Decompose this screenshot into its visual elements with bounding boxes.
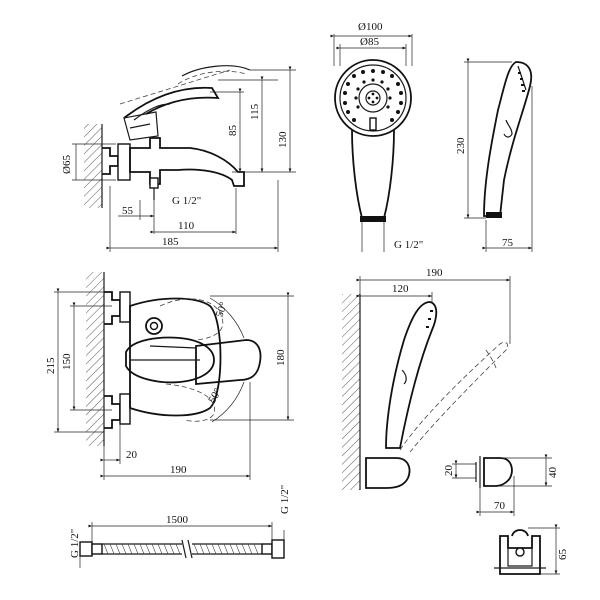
dim-w75: 75 xyxy=(502,237,514,249)
holder-side xyxy=(483,457,513,487)
faucet-body-top xyxy=(129,297,222,417)
wall-hatch-holder xyxy=(342,294,360,490)
dim-h20: 20 xyxy=(443,465,455,477)
dim-h40: 40 xyxy=(547,467,559,479)
wall-hatch-top xyxy=(86,272,104,446)
holder-assembly-view: 190 120 xyxy=(342,267,511,490)
thread-label-shower: G 1/2" xyxy=(394,239,423,251)
dim-w20: 20 xyxy=(126,449,138,461)
dim-w185: 185 xyxy=(162,236,179,248)
lever-top xyxy=(125,336,215,384)
lever-handle xyxy=(123,86,220,119)
hose-nut-right xyxy=(271,539,285,559)
hose-thread-left: G 1/2" xyxy=(69,529,81,558)
hose-view: 1500 G 1/2" G 1/2" xyxy=(69,485,291,568)
dim-h150: 150 xyxy=(61,353,73,370)
wall-hatch xyxy=(84,124,102,208)
faucet-top-view: 50° 50° 215 150 180 20 190 xyxy=(45,272,294,480)
dim-hose-length: 1500 xyxy=(166,514,189,526)
wall-holder xyxy=(365,457,411,489)
faucet-side-view: Ø65 85 115 130 G 1/2" 55 110 185 xyxy=(61,65,296,252)
dim-w70: 70 xyxy=(494,500,506,512)
holder-detail-view: 20 40 70 65 xyxy=(443,454,569,575)
holder-nozzles xyxy=(426,310,433,328)
shower-handle xyxy=(351,129,395,219)
hose-nut-left xyxy=(79,541,93,557)
dim-h215: 215 xyxy=(45,357,57,374)
dim-d85: Ø85 xyxy=(360,36,379,48)
holder-front xyxy=(499,535,541,575)
wall-flange xyxy=(117,143,131,181)
dim-h85: 85 xyxy=(227,125,239,137)
dim-d100: Ø100 xyxy=(358,21,383,33)
dim-h230: 230 xyxy=(455,137,467,154)
thread-label-faucet: G 1/2" xyxy=(172,195,201,207)
dim-w55: 55 xyxy=(122,205,134,217)
spray-nozzles xyxy=(343,69,403,122)
angle-50-upper: 50° xyxy=(214,300,231,319)
dim-h130: 130 xyxy=(277,131,289,148)
spout-top xyxy=(195,339,262,385)
diverter-knob xyxy=(145,317,163,335)
shower-head-view: Ø100 Ø85 xyxy=(330,21,533,252)
dim-h180: 180 xyxy=(275,349,287,366)
dim-h115: 115 xyxy=(249,103,261,120)
dim-w190-holder: 190 xyxy=(426,267,443,279)
angle-50-lower: 50° xyxy=(206,386,224,405)
profile-nozzles xyxy=(518,72,525,92)
dim-h65: 65 xyxy=(557,549,569,561)
dim-d65: Ø65 xyxy=(61,155,73,174)
faucet-body xyxy=(129,137,245,187)
shower-in-holder xyxy=(385,301,438,449)
hose-thread-right: G 1/2" xyxy=(279,485,291,514)
dim-w110: 110 xyxy=(178,220,195,232)
dim-w190-top: 190 xyxy=(170,464,187,476)
hose-coil-left xyxy=(103,543,181,555)
dim-w120: 120 xyxy=(392,283,409,295)
hose-coil-right xyxy=(193,543,259,555)
